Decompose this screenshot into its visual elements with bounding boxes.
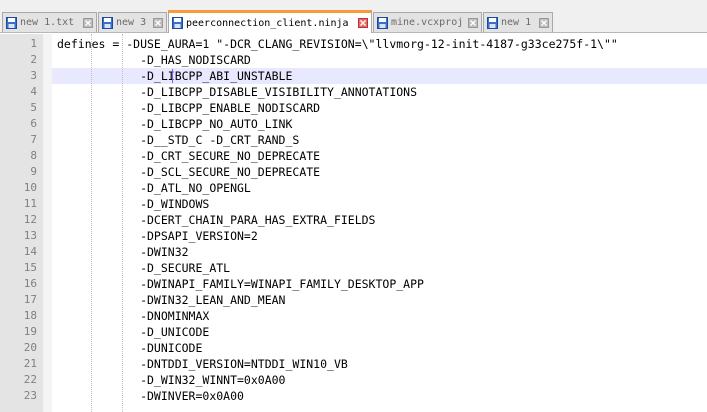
tab-4[interactable]: mine.vcxproj xyxy=(373,12,482,32)
tab-3[interactable]: peerconnection_client.ninja xyxy=(168,10,372,33)
code-line[interactable]: 1 defines = -DUSE_AURA=1 "-DCR_CLANG_REVI… xyxy=(0,36,707,52)
code-text[interactable]: -DWIN32 xyxy=(57,245,189,259)
code-line[interactable]: 10 -D_ATL_NO_OPENGL xyxy=(0,180,707,196)
code-text[interactable]: -DPSAPI_VERSION=2 xyxy=(57,229,258,243)
code-line[interactable]: 20 -DUNICODE xyxy=(0,340,707,356)
code-line[interactable]: 18 -DNOMINMAX xyxy=(0,308,707,324)
code-line[interactable]: 13 -DPSAPI_VERSION=2 xyxy=(0,228,707,244)
code-text[interactable]: -D_ATL_NO_OPENGL xyxy=(57,181,251,195)
line-number[interactable]: 20 xyxy=(23,341,37,354)
code-line[interactable]: 23 -DWINVER=0x0A00 xyxy=(0,388,707,404)
tab-5[interactable]: new 1 xyxy=(483,12,553,32)
code-text[interactable]: -D_UNICODE xyxy=(57,325,210,339)
code-line[interactable]: 17 -DWIN32_LEAN_AND_MEAN xyxy=(0,292,707,308)
line-number[interactable]: 10 xyxy=(23,181,37,194)
line-number[interactable]: 18 xyxy=(23,309,37,322)
code-text[interactable]: -D__STD_C -D_CRT_RAND_S xyxy=(57,133,300,147)
code-line[interactable]: 22 -D_WIN32_WINNT=0x0A00 xyxy=(0,372,707,388)
code-text[interactable]: defines = -DUSE_AURA=1 "-DCR_CLANG_REVIS… xyxy=(57,37,618,51)
code-line[interactable]: 19 -D_UNICODE xyxy=(0,324,707,340)
line-number[interactable]: 3 xyxy=(30,69,37,82)
code-line[interactable]: 4 -D_LIBCPP_DISABLE_VISIBILITY_ANNOTATIO… xyxy=(0,84,707,100)
code-text[interactable]: -D_LIBCPP_NO_AUTO_LINK xyxy=(57,117,293,131)
code-text[interactable]: -D_LIBCPP_ENABLE_NODISCARD xyxy=(57,101,321,115)
code-line[interactable]: 9 -D_SCL_SECURE_NO_DEPRECATE xyxy=(0,164,707,180)
tab-label: mine.vcxproj xyxy=(391,17,464,28)
file-saved-icon xyxy=(6,16,17,29)
tab-label: new 3 xyxy=(116,17,147,28)
close-icon[interactable] xyxy=(358,18,368,28)
code-text[interactable]: -DCERT_CHAIN_PARA_HAS_EXTRA_FIELDS xyxy=(57,213,376,227)
code-line[interactable]: 5 -D_LIBCPP_ENABLE_NODISCARD xyxy=(0,100,707,116)
line-number[interactable]: 1 xyxy=(30,37,37,50)
line-number[interactable]: 9 xyxy=(30,165,37,178)
code-line[interactable]: 15 -D_SECURE_ATL xyxy=(0,260,707,276)
code-line[interactable]: 2 -D_HAS_NODISCARD xyxy=(0,52,707,68)
file-saved-icon xyxy=(487,16,498,29)
line-background xyxy=(52,68,707,84)
close-icon[interactable] xyxy=(83,17,93,28)
text-caret xyxy=(172,69,173,83)
tab-bar: new 1.txt new 3 peerconnection_client.ninj… xyxy=(0,10,707,33)
code-text[interactable]: -D_WINDOWS xyxy=(57,197,210,211)
line-number[interactable]: 6 xyxy=(30,117,37,130)
close-icon[interactable] xyxy=(468,17,478,28)
code-line[interactable]: 3 -D_LIBCPP_ABI_UNSTABLE xyxy=(0,68,707,84)
code-line[interactable]: 8 -D_CRT_SECURE_NO_DEPRECATE xyxy=(0,148,707,164)
line-number[interactable]: 7 xyxy=(30,133,37,146)
file-saved-icon xyxy=(172,17,183,29)
line-number[interactable]: 15 xyxy=(23,261,37,274)
code-text[interactable]: -DUNICODE xyxy=(57,341,203,355)
code-text[interactable]: -DNOMINMAX xyxy=(57,309,210,323)
line-number[interactable]: 5 xyxy=(30,101,37,114)
editor[interactable]: 1 defines = -DUSE_AURA=1 "-DCR_CLANG_REVI… xyxy=(0,34,707,412)
line-number[interactable]: 2 xyxy=(30,53,37,66)
code-text[interactable]: -D_LIBCPP_ABI_UNSTABLE xyxy=(57,69,293,83)
code-line[interactable]: 7 -D__STD_C -D_CRT_RAND_S xyxy=(0,132,707,148)
code-text[interactable]: -D_WIN32_WINNT=0x0A00 xyxy=(57,373,286,387)
code-line[interactable]: 6 -D_LIBCPP_NO_AUTO_LINK xyxy=(0,116,707,132)
code-text[interactable]: -DNTDDI_VERSION=NTDDI_WIN10_VB xyxy=(57,357,348,371)
line-number[interactable]: 12 xyxy=(23,213,37,226)
file-saved-icon xyxy=(102,16,113,29)
line-number[interactable]: 4 xyxy=(30,85,37,98)
line-number[interactable]: 14 xyxy=(23,245,37,258)
line-number[interactable]: 16 xyxy=(23,277,37,290)
tab-2[interactable]: new 3 xyxy=(98,12,167,32)
line-number[interactable]: 13 xyxy=(23,229,37,242)
indent-guide xyxy=(122,34,123,412)
file-saved-icon xyxy=(377,16,388,29)
indent-guide xyxy=(91,34,92,412)
tab-label: new 1.txt xyxy=(20,17,75,28)
line-number[interactable]: 8 xyxy=(30,149,37,162)
line-number[interactable]: 17 xyxy=(23,293,37,306)
code-text[interactable]: -D_HAS_NODISCARD xyxy=(57,53,251,67)
line-number-gutter xyxy=(0,34,43,412)
line-number[interactable]: 19 xyxy=(23,325,37,338)
code-line[interactable]: 21 -DNTDDI_VERSION=NTDDI_WIN10_VB xyxy=(0,356,707,372)
code-text[interactable]: -D_SCL_SECURE_NO_DEPRECATE xyxy=(57,165,321,179)
tab-label: new 1 xyxy=(501,17,532,28)
code-text[interactable]: -DWINAPI_FAMILY=WINAPI_FAMILY_DESKTOP_AP… xyxy=(57,277,424,291)
code-line[interactable]: 14 -DWIN32 xyxy=(0,244,707,260)
code-line[interactable]: 11 -D_WINDOWS xyxy=(0,196,707,212)
line-number[interactable]: 23 xyxy=(23,389,37,402)
code-text[interactable]: -D_LIBCPP_DISABLE_VISIBILITY_ANNOTATIONS xyxy=(57,85,418,99)
code-text[interactable]: -DWINVER=0x0A00 xyxy=(57,389,244,403)
close-icon[interactable] xyxy=(153,17,163,28)
tab-label: peerconnection_client.ninja xyxy=(186,17,349,29)
tab-1[interactable]: new 1.txt xyxy=(2,12,97,32)
code-line[interactable]: 12 -DCERT_CHAIN_PARA_HAS_EXTRA_FIELDS xyxy=(0,212,707,228)
close-icon[interactable] xyxy=(539,17,549,28)
line-number[interactable]: 21 xyxy=(23,357,37,370)
code-text[interactable]: -DWIN32_LEAN_AND_MEAN xyxy=(57,293,286,307)
fold-margin[interactable] xyxy=(43,34,52,412)
code-line[interactable]: 16 -DWINAPI_FAMILY=WINAPI_FAMILY_DESKTOP… xyxy=(0,276,707,292)
code-text[interactable]: -D_SECURE_ATL xyxy=(57,261,231,275)
code-text[interactable]: -D_CRT_SECURE_NO_DEPRECATE xyxy=(57,149,321,163)
line-number[interactable]: 11 xyxy=(23,197,37,210)
line-number[interactable]: 22 xyxy=(23,373,37,386)
